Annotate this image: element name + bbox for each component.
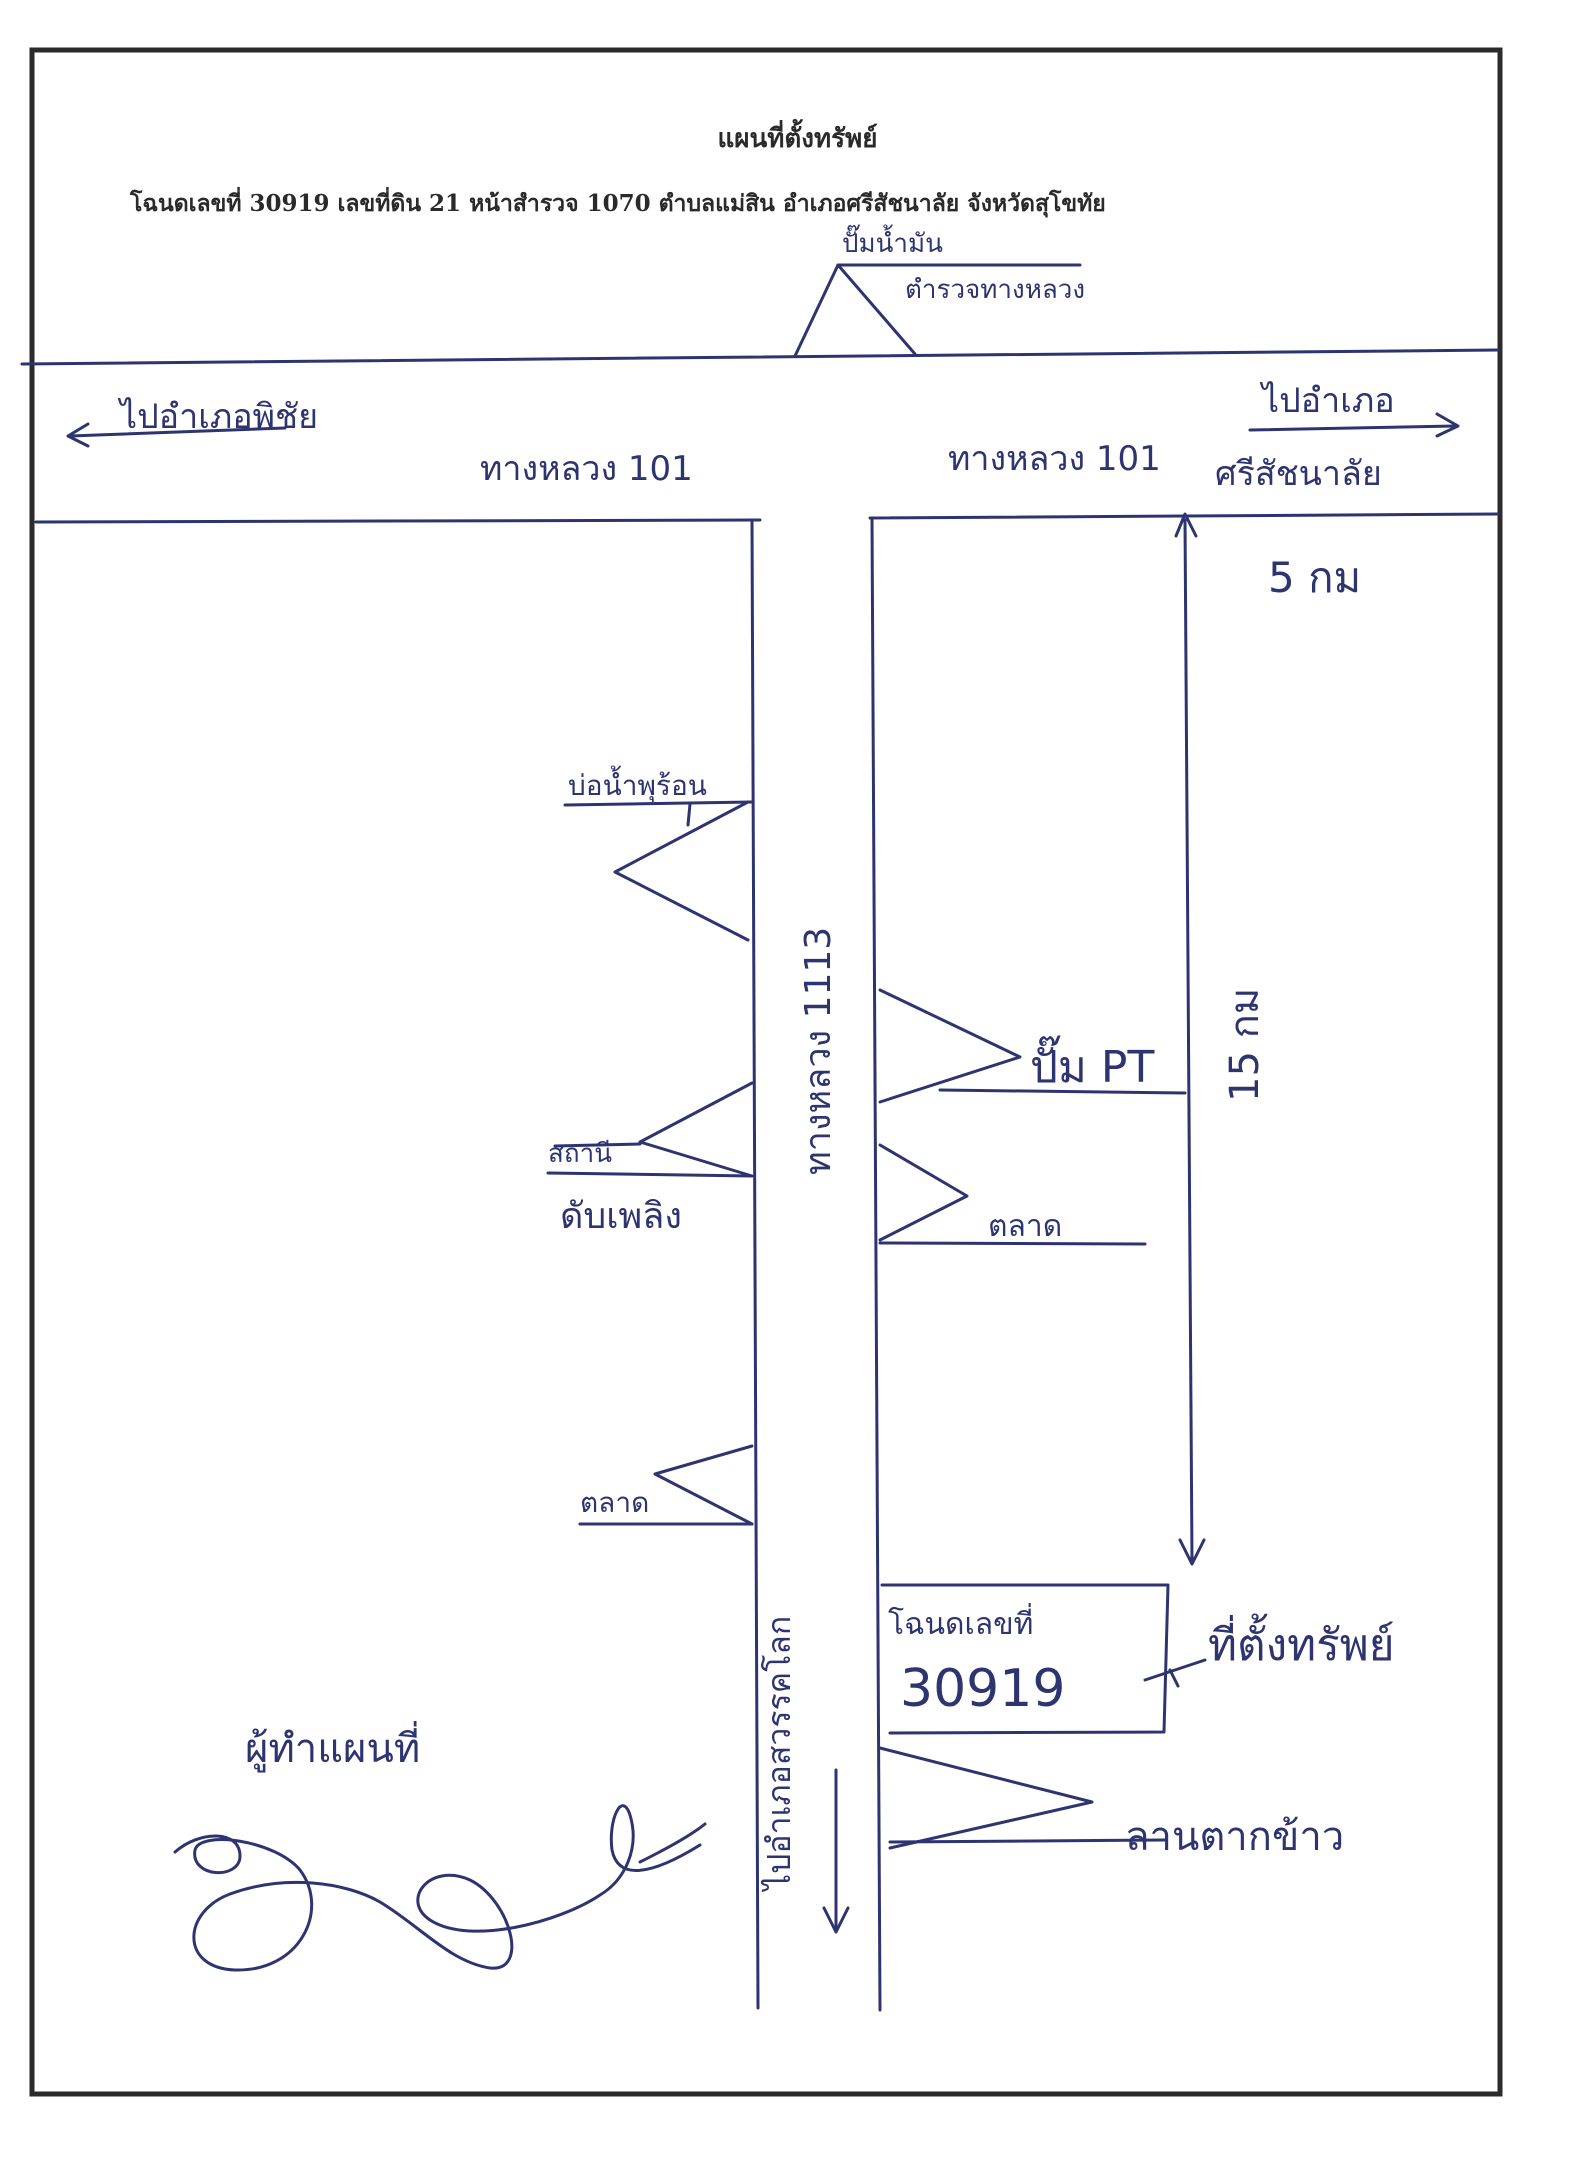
road-right-edge	[870, 516, 882, 2012]
landmark-left-1-flag	[613, 800, 750, 942]
road-vertical-label: ทางหลวง 1113	[798, 927, 839, 1175]
landmark-right-2-label: ตลาด	[988, 1209, 1062, 1244]
landmark-left-2-label-line	[553, 1142, 642, 1148]
landmark-left-1-line	[563, 800, 754, 807]
deed-info-line: โฉนดเลขที่ 30919 เลขที่ดิน 21 หน้าสำรวจ …	[130, 190, 1106, 217]
landmark-right-1-label: ปั๊ม PT	[1030, 1035, 1154, 1093]
distance-top-label: 5 กม	[1268, 553, 1361, 602]
map-title: แผนที่ตั้งทรัพย์	[717, 124, 878, 154]
landmark-bottom-line	[888, 1838, 1167, 1844]
landmark-right-1-line	[938, 1088, 1187, 1095]
direction-right-label-2: ศรีสัชนาลัย	[1215, 454, 1382, 494]
parcel-box	[880, 1583, 1170, 1735]
direction-left-label: ไปอำเภอพิชัย	[117, 397, 318, 437]
direction-left-line	[68, 426, 287, 438]
highway-top-edge	[20, 348, 1500, 366]
parcel-label: โฉนดเลขที่	[888, 1603, 1033, 1642]
landmark-left-1-label: บ่อน้ำพุร้อน	[568, 765, 707, 803]
arrow-down-bottom-icon	[822, 1906, 850, 1934]
surveyor-label: ผู้ทำแผนที่	[245, 1721, 420, 1772]
landmark-right-1-flag	[878, 988, 1022, 1104]
arrow-left-icon	[66, 422, 90, 448]
arrow-down-icon	[1178, 1538, 1206, 1566]
landmark-left-1-tick	[686, 802, 692, 827]
landmark-left-2-label-a: สถานี	[548, 1139, 612, 1169]
landmark-right-2-flag	[878, 1143, 969, 1242]
signature-icon	[173, 1804, 702, 1972]
property-location-label: ที่ตั้งทรัพย์	[1208, 1613, 1394, 1671]
gas-station-top-flag	[793, 263, 917, 358]
landmark-top-label: ปั๊มน้ำมัน	[842, 224, 943, 259]
direction-right-line	[1248, 424, 1457, 432]
direction-right-label-1: ไปอำเภอ	[1259, 381, 1395, 421]
arrow-right-icon	[1435, 412, 1460, 438]
landmark-left-2-flag	[638, 1081, 754, 1178]
landmark-left-3-flag	[653, 1444, 754, 1526]
highway-label-right: ทางหลวง 101	[948, 439, 1161, 479]
landmark-bottom-flag	[878, 1746, 1094, 1850]
distance-measure-line	[1183, 518, 1194, 1562]
distance-side-label: 15 กม	[1222, 988, 1268, 1102]
signature-tail-icon	[638, 1822, 707, 1864]
arrow-up-icon	[1174, 512, 1198, 538]
page-frame	[29, 47, 1503, 2097]
parcel-pointer-line	[1143, 1658, 1207, 1682]
landmark-left-2-line	[546, 1171, 754, 1178]
landmark-bottom-label: ลานตากข้าว	[1125, 1814, 1344, 1860]
landmark-left-2-label-b: ดับเพลิง	[560, 1196, 682, 1237]
highway-bottom-edge-left	[34, 518, 762, 524]
highway-label-left: ทางหลวง 101	[480, 449, 693, 489]
parcel-number: 30919	[900, 1659, 1065, 1719]
direction-bottom-label: ไปอำเภอสวรรคโลก	[760, 1616, 798, 1893]
landmark-right-2-line	[878, 1241, 1147, 1246]
parcel-pointer-tick	[1168, 1668, 1180, 1688]
road-left-edge	[750, 518, 760, 2010]
landmark-left-3-label: ตลาด	[580, 1486, 649, 1519]
landmark-top-sublabel: ตำรวจทางหลวง	[905, 275, 1085, 305]
